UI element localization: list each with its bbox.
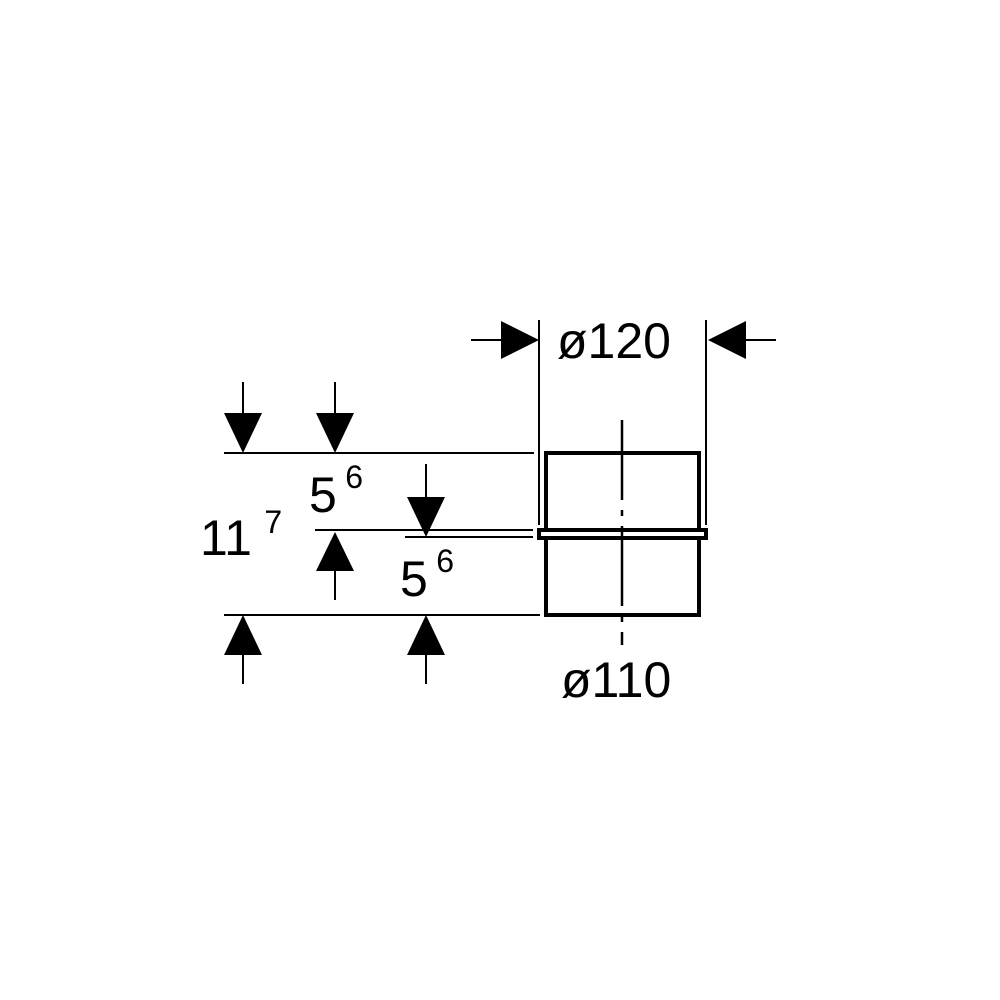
lower-height-value: 5: [400, 551, 428, 607]
arrow-down-icon: [407, 497, 445, 537]
diameter-120-label: ø120: [557, 313, 671, 369]
lower-height-label: 5 6: [400, 543, 454, 607]
upper-height-value: 5: [309, 467, 337, 523]
lower-height-superscript: 6: [436, 543, 454, 579]
total-height-superscript: 7: [264, 504, 282, 540]
arrow-up-icon: [407, 615, 445, 655]
arrow-down-icon: [224, 413, 262, 453]
lower-sleeve-outline: [544, 536, 701, 617]
total-height-value: 11: [200, 510, 252, 566]
diameter-110-label: ø110: [561, 652, 671, 708]
upper-height-dimension: [316, 382, 354, 600]
arrow-left-icon: [708, 321, 746, 359]
arrow-up-icon: [316, 532, 354, 571]
total-height-dimension: [224, 382, 262, 684]
arrow-up-icon: [224, 615, 262, 655]
upper-height-label: 5 6: [309, 459, 363, 523]
arrow-down-icon: [316, 413, 354, 453]
arrow-right-icon: [501, 321, 539, 359]
pipe-coupling: [537, 451, 708, 617]
upper-height-superscript: 6: [345, 459, 363, 495]
diameter-120-dimension: [471, 320, 776, 525]
total-height-label: 11 7: [200, 504, 282, 566]
height-extension-lines: [224, 452, 540, 616]
lower-height-dimension: [407, 464, 445, 684]
